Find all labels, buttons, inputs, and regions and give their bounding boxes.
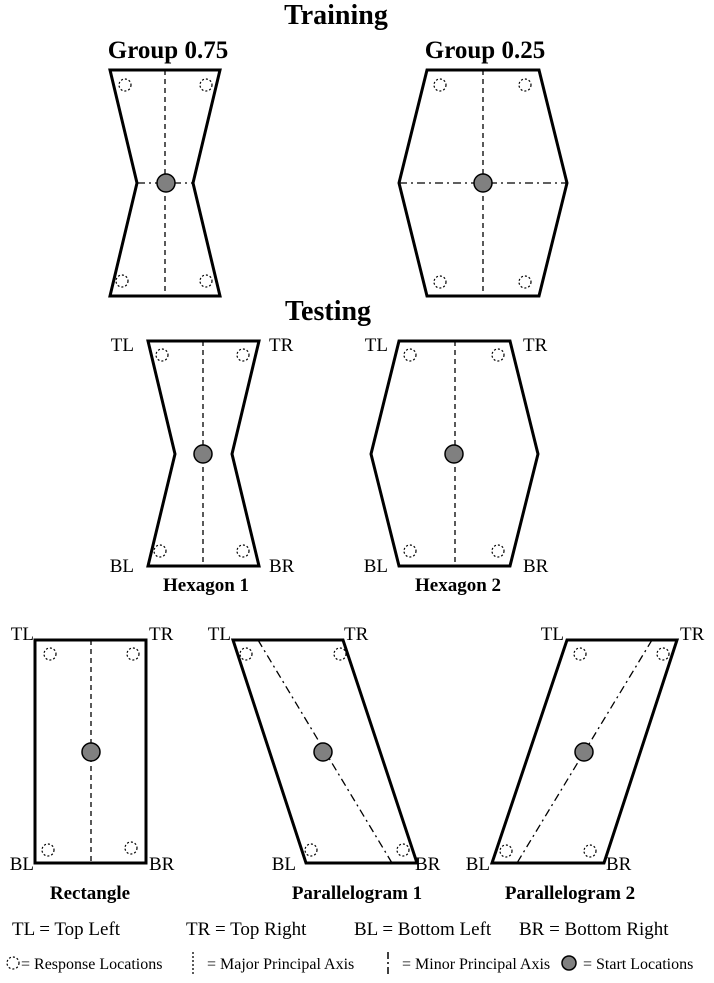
response-location <box>396 843 410 857</box>
corner-label-br: BR <box>523 556 549 577</box>
abbr-bottom-left: BL = Bottom Left <box>354 919 492 940</box>
title-training: Training <box>284 0 388 31</box>
corner-label-bl: BL <box>110 556 134 577</box>
response-location <box>115 274 129 288</box>
response-location <box>236 348 250 362</box>
corner-label-bl: BL <box>364 556 388 577</box>
response-location <box>41 843 55 857</box>
corner-label-br: BR <box>606 854 632 875</box>
shape-group-075 <box>108 68 222 298</box>
response-location <box>433 78 447 92</box>
corner-label-br: BR <box>149 854 175 875</box>
response-location <box>199 78 213 92</box>
legend-start-text: = Start Locations <box>583 956 693 973</box>
response-location <box>656 647 670 661</box>
label-hexagon-2: Hexagon 2 <box>415 575 501 596</box>
response-location <box>43 647 57 661</box>
corner-label-tl: TL <box>541 624 564 645</box>
label-group-025: Group 0.25 <box>425 37 545 64</box>
start-location <box>574 742 594 762</box>
shape-group-025 <box>397 68 569 298</box>
label-parallelogram-2: Parallelogram 2 <box>505 883 635 904</box>
legend-response-icon <box>6 956 20 970</box>
label-group-075: Group 0.75 <box>108 37 228 64</box>
corner-label-tl: TL <box>111 335 134 356</box>
response-location <box>433 275 447 289</box>
shape-hexagon-1 <box>146 339 261 568</box>
response-location <box>583 844 597 858</box>
corner-label-bl: BL <box>10 854 34 875</box>
response-location <box>403 544 417 558</box>
abbr-top-left: TL = Top Left <box>12 919 121 940</box>
corner-label-br: BR <box>415 854 441 875</box>
legend-major-text: = Major Principal Axis <box>207 956 354 973</box>
response-location <box>333 647 347 661</box>
start-location <box>193 444 213 464</box>
response-location <box>153 544 167 558</box>
response-location <box>239 647 253 661</box>
label-parallelogram-1: Parallelogram 1 <box>292 883 422 904</box>
shape-hexagon-2 <box>369 339 540 568</box>
corner-label-tr: TR <box>680 624 705 645</box>
label-rectangle: Rectangle <box>50 883 130 904</box>
response-location <box>499 844 513 858</box>
response-location <box>403 348 417 362</box>
corner-label-bl: BL <box>466 854 490 875</box>
start-location <box>81 742 101 762</box>
corner-label-tr: TR <box>269 335 294 356</box>
legend-response-text: = Response Locations <box>21 956 162 973</box>
start-location <box>313 742 333 762</box>
corner-label-tl: TL <box>11 624 34 645</box>
start-location <box>156 173 176 193</box>
response-location <box>124 841 138 855</box>
response-location <box>573 647 587 661</box>
response-location <box>126 647 140 661</box>
label-hexagon-1: Hexagon 1 <box>163 575 249 596</box>
corner-label-bl: BL <box>272 854 296 875</box>
title-testing: Testing <box>285 296 371 327</box>
response-location <box>199 274 213 288</box>
corner-label-tr: TR <box>149 624 174 645</box>
corner-label-tr: TR <box>344 624 369 645</box>
response-location <box>155 348 169 362</box>
abbr-bottom-right: BR = Bottom Right <box>519 919 669 940</box>
start-location <box>473 173 493 193</box>
shape-parallelogram-1 <box>230 638 420 865</box>
response-location <box>491 544 505 558</box>
shape-parallelogram-2 <box>489 638 680 865</box>
corner-label-tl: TL <box>208 624 231 645</box>
abbr-top-right: TR = Top Right <box>186 919 307 940</box>
response-location <box>518 78 532 92</box>
start-location <box>444 444 464 464</box>
corner-label-tr: TR <box>523 335 548 356</box>
response-location <box>491 348 505 362</box>
corner-label-tl: TL <box>365 335 388 356</box>
response-location <box>118 78 132 92</box>
legend-start-icon <box>561 955 577 971</box>
corner-label-br: BR <box>269 556 295 577</box>
response-location <box>304 843 318 857</box>
legend-minor-text: = Minor Principal Axis <box>402 956 550 973</box>
shape-rectangle <box>33 638 148 865</box>
response-location <box>518 275 532 289</box>
response-location <box>236 544 250 558</box>
